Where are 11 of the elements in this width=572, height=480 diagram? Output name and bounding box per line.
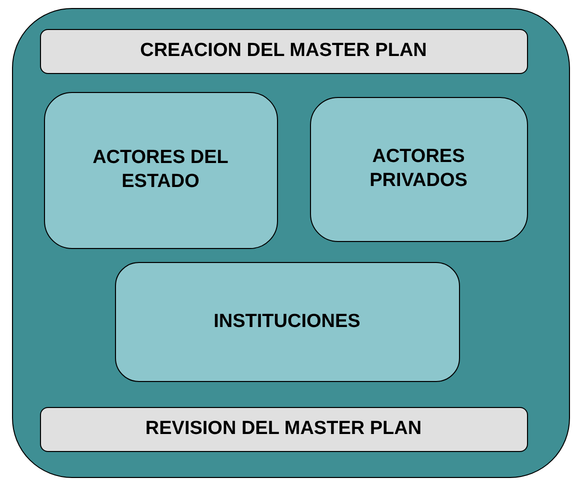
phase-bar — [40, 28, 528, 74]
group-box — [114, 262, 460, 382]
container-panel — [12, 8, 570, 478]
node-label: CREACION DEL MASTER PLAN — [140, 39, 427, 63]
phase-bar — [40, 406, 528, 452]
node-label: ACTORES DEL ESTADO — [92, 146, 230, 194]
group-box — [44, 92, 278, 248]
node-label: INSTITUCIONES — [214, 310, 360, 334]
node-label: REVISION DEL MASTER PLAN — [145, 417, 422, 441]
group-box — [310, 96, 528, 242]
node-label: ACTORES PRIVADOS — [368, 145, 468, 193]
